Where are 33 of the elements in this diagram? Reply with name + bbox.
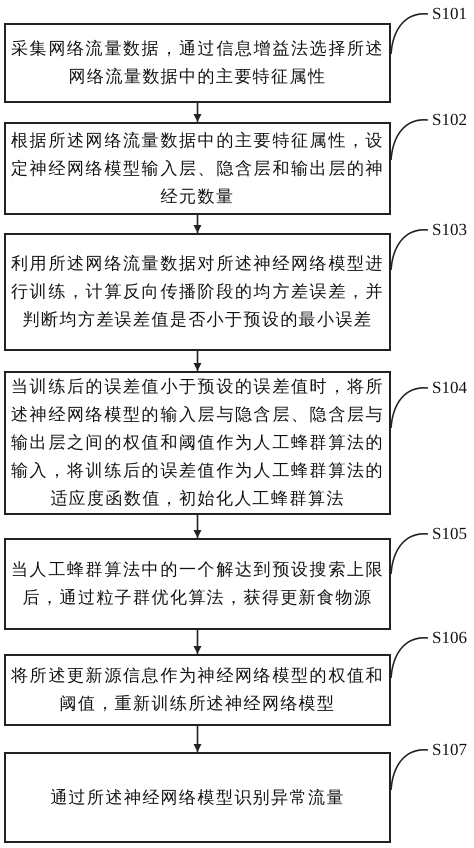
step-text: 将所述更新源信息作为神经网络模型的权值和阈值，重新训练所述神经网络模型 — [11, 665, 384, 716]
step-text: 当人工蜂群算法中的一个解达到预设搜索上限后，通过粒子群优化算法，获得更新食物源 — [11, 559, 384, 610]
step-text: 当训练后的误差值小于预设的误差值时，将所述神经网络模型的输入层与隐含层、隐含层与输出层之间的权值和阈值作为人工蜂群算法的输入，将训练后的误差值作为人工蜂群算法的适应度函数值，初始化人工蜂群算法 — [11, 376, 384, 511]
process-box — [4, 233, 391, 351]
leader-line — [390, 749, 428, 790]
process-box — [4, 752, 391, 843]
step-label: S107 — [432, 740, 467, 760]
step-label: S104 — [432, 378, 467, 398]
step-text: 根据所述网络流量数据中的主要特征属性，设定神经网络模型输入层、隐含层和输出层的神经元数量 — [11, 130, 384, 208]
leader-line — [390, 229, 428, 270]
step-label: S101 — [432, 4, 467, 24]
arrow — [194, 103, 202, 122]
leader-line — [390, 387, 428, 428]
leader-line — [390, 13, 428, 54]
process-box — [4, 122, 391, 215]
process-box — [4, 23, 391, 103]
arrow — [194, 630, 202, 654]
step-label: S103 — [432, 220, 467, 240]
arrow — [194, 515, 202, 538]
leader-line — [390, 533, 428, 574]
step-text: 利用所述网络流量数据对所述神经网络模型进行训练，计算反向传播阶段的均方差误差，并判断均方差误差值是否小于预设的最小误差 — [11, 253, 384, 332]
arrow — [194, 351, 202, 371]
step-label: S106 — [432, 628, 467, 648]
step-text: 采集网络流量数据，通过信息增益法选择所述网络流量数据中的主要特征属性 — [11, 38, 384, 89]
leader-line — [390, 119, 428, 160]
leader-line — [390, 637, 428, 678]
arrow — [194, 215, 202, 233]
step-label: S105 — [432, 524, 467, 544]
process-box — [4, 654, 391, 726]
process-box — [4, 538, 391, 630]
step-label: S102 — [432, 110, 467, 130]
arrow — [194, 726, 202, 752]
step-text: 通过所述神经网络模型识别异常流量 — [49, 786, 346, 810]
